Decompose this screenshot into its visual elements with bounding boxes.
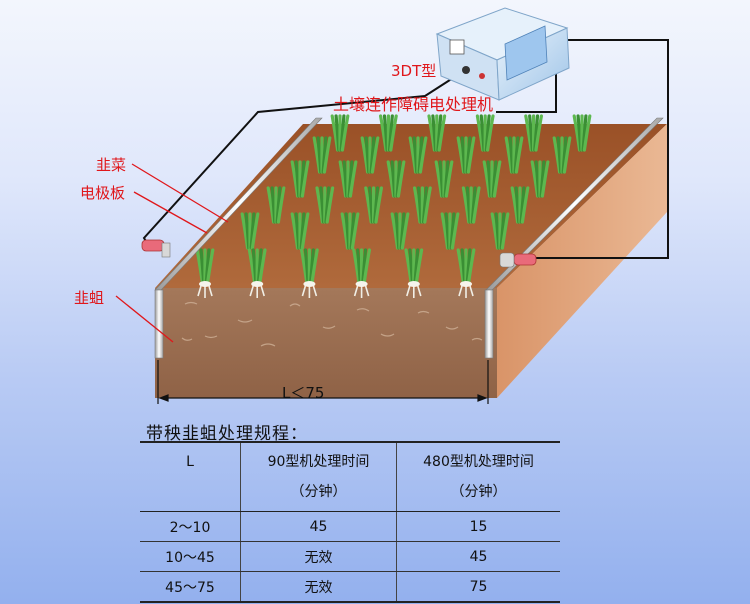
- table-cell: 45: [240, 511, 397, 542]
- table-row: 10～45 无效 45: [140, 541, 560, 572]
- leek-plant-icon: [315, 186, 335, 224]
- table-cell: 2～10: [140, 511, 241, 542]
- leek-plant-icon: [360, 136, 380, 174]
- leek-plant-icon: [300, 248, 319, 298]
- table-header-row: L 90型机处理时间 （分钟） 480型机处理时间 （分钟）: [140, 441, 560, 512]
- processing-table: L 90型机处理时间 （分钟） 480型机处理时间 （分钟） 2～10 45 1…: [140, 441, 560, 603]
- table-cell: 10～45: [140, 541, 241, 572]
- leek-plant-icon: [240, 212, 260, 250]
- leek-plants: [195, 114, 592, 298]
- leek-plant-icon: [379, 114, 398, 152]
- leek-plant-icon: [340, 212, 360, 250]
- leek-plant-icon: [408, 136, 428, 174]
- table-cell: 15: [396, 511, 560, 542]
- leek-plant-icon: [413, 186, 432, 224]
- distance-label: L＜75: [282, 384, 325, 402]
- leek-plant-icon: [404, 248, 424, 298]
- leek-label: 韭菜: [96, 156, 127, 174]
- device-name-label: 土壤连作障碍电处理机: [333, 95, 494, 114]
- right-electrode-plate: [484, 117, 664, 359]
- leek-plant-icon: [504, 136, 524, 174]
- electrode-label: 电极板: [80, 184, 126, 202]
- leek-plant-icon: [456, 248, 476, 298]
- leek-plant-icon: [510, 186, 530, 224]
- leek-plant-icon: [266, 186, 286, 224]
- leek-plant-icon: [530, 160, 550, 198]
- table-cell: 45: [396, 541, 560, 572]
- leek-plant-icon: [572, 114, 592, 152]
- leek-plant-icon: [482, 160, 502, 198]
- distance-dimension: [157, 360, 489, 404]
- leek-plant-icon: [352, 248, 371, 298]
- right-clip-icon: [499, 252, 537, 268]
- soil-worms: [181, 301, 483, 347]
- leek-plant-icon: [427, 114, 447, 152]
- leek-plant-icon: [290, 160, 310, 198]
- table-cell: 无效: [240, 541, 397, 572]
- leek-plant-icon: [490, 212, 510, 250]
- leek-plant-icon: [330, 114, 350, 152]
- header-480-line1: 480型机处理时间: [423, 454, 534, 470]
- header-90: 90型机处理时间 （分钟）: [240, 441, 397, 512]
- header-480: 480型机处理时间 （分钟）: [396, 441, 560, 512]
- left-clip-icon: [141, 239, 171, 258]
- leek-plant-icon: [552, 136, 572, 174]
- leek-plant-icon: [456, 136, 476, 174]
- leek-plant-icon: [195, 248, 215, 298]
- table-cell: 75: [396, 571, 560, 603]
- pointer-lines: [115, 163, 229, 343]
- header-l: L: [140, 441, 241, 512]
- leek-plant-icon: [364, 186, 383, 224]
- leek-plant-icon: [290, 212, 310, 250]
- header-90-line1: 90型机处理时间: [267, 454, 370, 470]
- leek-plant-icon: [247, 248, 267, 298]
- leek-plant-icon: [461, 186, 481, 224]
- left-electrode-plate: [154, 117, 323, 359]
- table-title: 带秧韭蛆处理规程：: [146, 424, 308, 444]
- table-cell: 45～75: [140, 571, 241, 603]
- leek-plant-icon: [390, 212, 410, 250]
- header-l-text: L: [186, 454, 194, 470]
- maggot-label: 韭蛆: [74, 289, 105, 307]
- table-row: 2～10 45 15: [140, 511, 560, 542]
- soil-front-face: [155, 288, 497, 398]
- table-cell: 无效: [240, 571, 397, 603]
- electric-processing-machine: [435, 7, 570, 101]
- device-model-label: 3DT型: [391, 62, 437, 80]
- leek-plant-icon: [312, 136, 332, 174]
- leek-plant-icon: [440, 212, 460, 250]
- leek-plant-icon: [524, 114, 543, 152]
- leek-plant-icon: [475, 114, 495, 152]
- table-row: 45～75 无效 75: [140, 571, 560, 603]
- header-480-line2: （分钟）: [450, 484, 507, 500]
- leek-plant-icon: [386, 160, 406, 198]
- header-90-line2: （分钟）: [290, 484, 347, 500]
- soil-side-face: [497, 124, 667, 398]
- leek-plant-icon: [434, 160, 454, 198]
- leek-plant-icon: [338, 160, 358, 198]
